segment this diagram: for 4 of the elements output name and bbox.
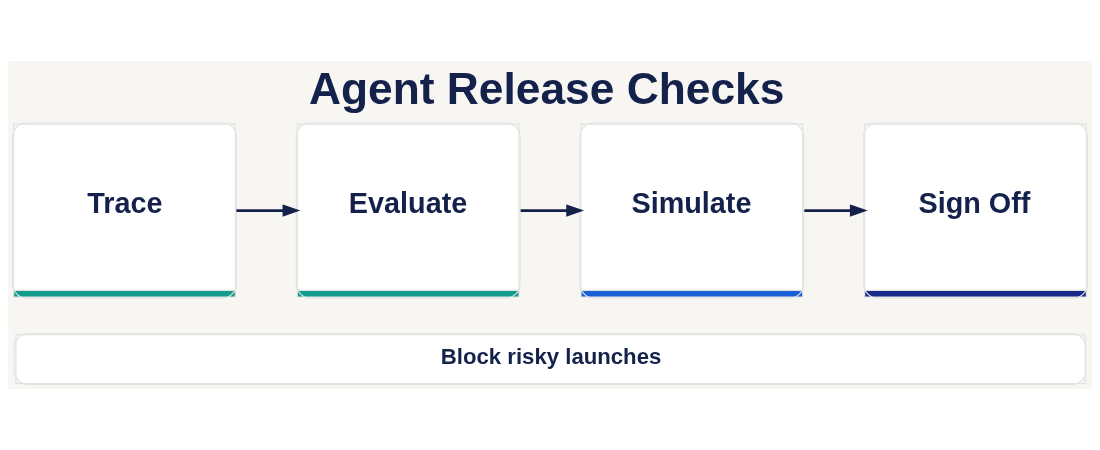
arrow <box>520 204 584 217</box>
arrow <box>236 204 301 217</box>
arrow <box>804 204 868 217</box>
diagram-title: Agent Release Checks <box>308 64 785 114</box>
